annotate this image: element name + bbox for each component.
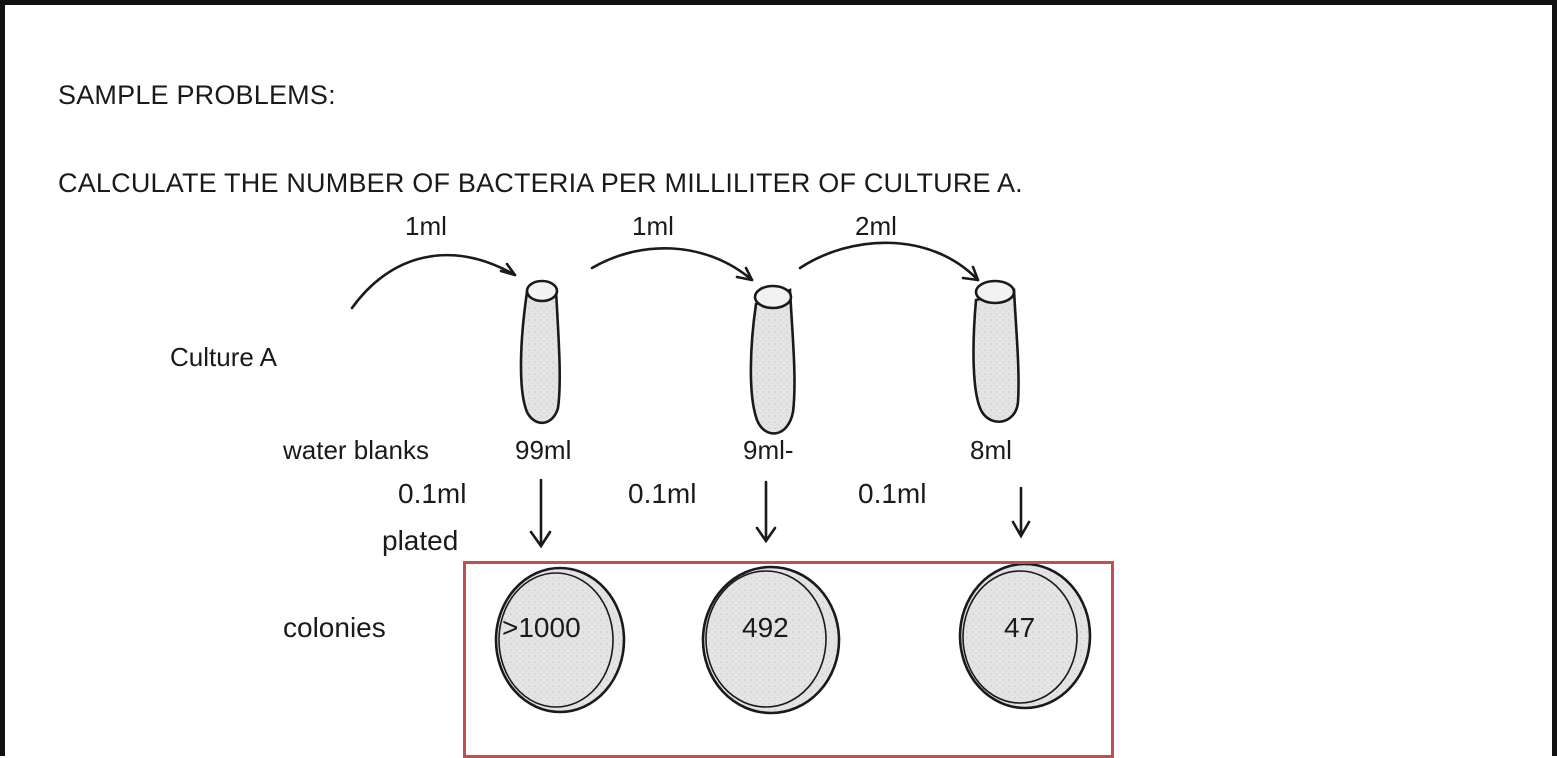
transfer-volume-2: 1ml [632,213,674,239]
transfer-volume-1: 1ml [405,213,447,239]
culture-label: Culture A [170,344,277,370]
transfer-arrow-1 [352,255,515,308]
plating-arrow-2 [757,482,775,541]
plated-volume-1: 0.1ml [398,480,466,508]
colony-counts-highlight-box [463,561,1114,758]
plated-volume-2: 0.1ml [628,480,696,508]
plating-arrow-3 [1013,488,1029,536]
blank-volume-1: 99ml [515,437,571,463]
transfer-arrow-2 [592,248,752,280]
tube-2 [751,286,795,433]
tube-1 [521,281,560,423]
plating-arrow-1 [531,480,550,546]
colonies-label: colonies [283,614,386,642]
blank-volume-3: 8ml [970,437,1012,463]
plated-volume-3: 0.1ml [858,480,926,508]
plated-label: plated [382,527,458,555]
transfer-volume-3: 2ml [855,213,897,239]
transfer-arrow-3 [800,243,978,280]
page-heading: SAMPLE PROBLEMS: [58,82,336,109]
blank-volume-2: 9ml- [743,437,794,463]
water-blanks-label: water blanks [283,437,429,463]
problem-question: CALCULATE THE NUMBER OF BACTERIA PER MIL… [58,170,1023,197]
tube-3 [974,281,1019,422]
